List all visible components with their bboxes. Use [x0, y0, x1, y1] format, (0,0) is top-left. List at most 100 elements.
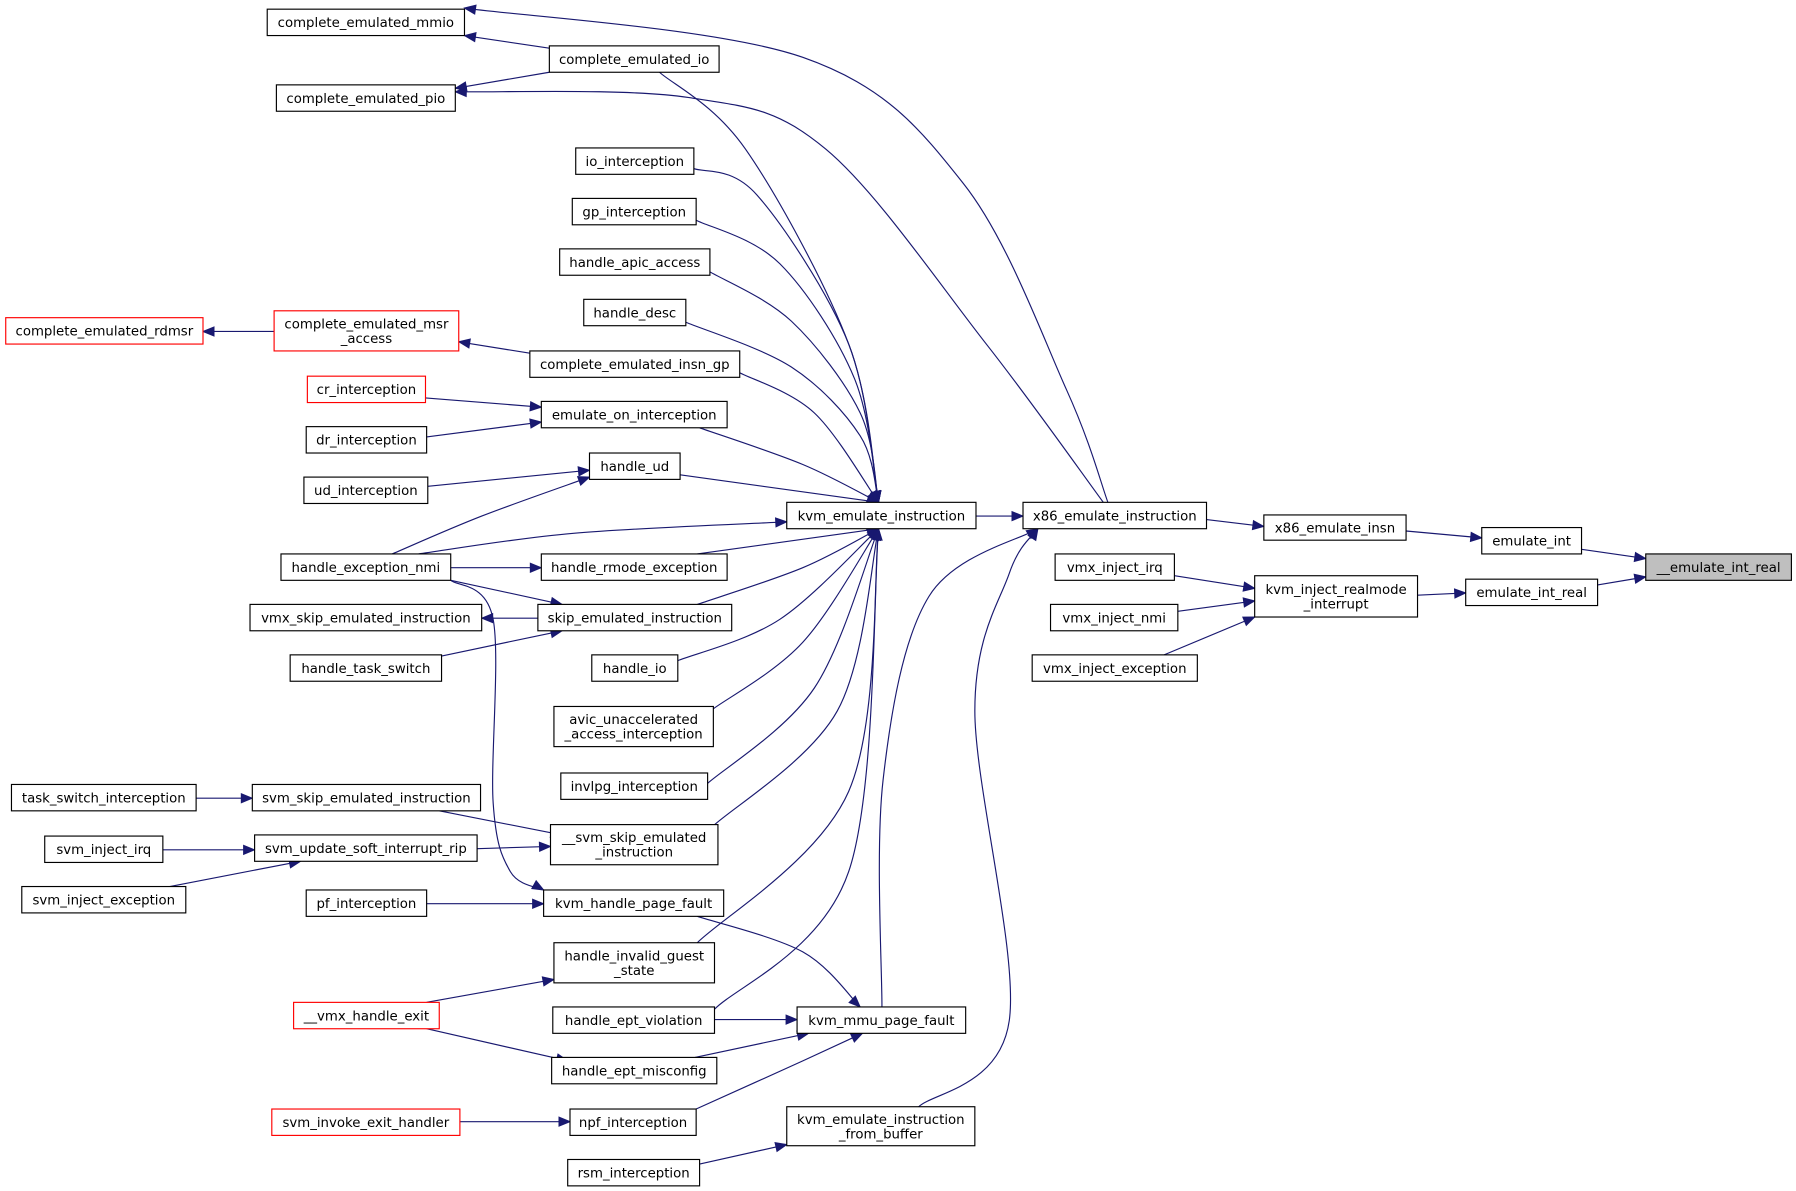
- node-kvm-emulate-instruction-from-buffer[interactable]: kvm_emulate_instruction_from_buffer: [786, 1106, 976, 1147]
- node-complete-emulated-rdmsr[interactable]: complete_emulated_rdmsr: [5, 317, 204, 345]
- node-kvm-mmu-page-fault[interactable]: kvm_mmu_page_fault: [796, 1006, 967, 1034]
- node-complete-emulated-io[interactable]: complete_emulated_io: [548, 45, 720, 73]
- node-label: _interrupt: [1303, 597, 1369, 612]
- node-skip-emulated-instruction[interactable]: skip_emulated_instruction: [537, 603, 733, 632]
- node-kvm-handle-page-fault[interactable]: kvm_handle_page_fault: [543, 889, 725, 917]
- node-complete-emulated-pio[interactable]: complete_emulated_pio: [275, 84, 456, 112]
- node-complete-emulated-insn-gp[interactable]: complete_emulated_insn_gp: [529, 350, 741, 378]
- node-label: _instruction: [594, 846, 673, 861]
- node-x86-emulate-insn[interactable]: x86_emulate_insn: [1263, 514, 1407, 541]
- node-pf-interception[interactable]: pf_interception: [305, 889, 428, 917]
- edge-svm_inject_exception-to-svm_update_soft_interrupt_rip: [169, 858, 302, 888]
- node-label: complete_emulated_insn_gp: [540, 358, 730, 373]
- edge-vmx_inject_exception-to-kvm_inject_realmode_interrupt: [1163, 616, 1256, 656]
- node-label: ud_interception: [314, 484, 418, 499]
- edge-handle_task_switch-to-skip_emulated_instruction: [441, 628, 564, 657]
- node-vmx-inject-nmi[interactable]: vmx_inject_nmi: [1049, 603, 1179, 632]
- node-svm-update-soft-interrupt-rip[interactable]: svm_update_soft_interrupt_rip: [254, 834, 478, 862]
- edge-x86_emulate_insn-to-emulate_int: [1406, 530, 1484, 543]
- node-label: __svm_skip_emulated: [561, 831, 706, 846]
- edge-handle_exception_nmi-to-handle_ud: [392, 476, 591, 555]
- node-handle-rmode-exception[interactable]: handle_rmode_exception: [540, 553, 728, 581]
- edge-emulate_int-to-emulate_int_real_root: [1581, 548, 1648, 563]
- node-task-switch-interception[interactable]: task_switch_interception: [10, 783, 197, 812]
- node-label: kvm_inject_realmode: [1265, 583, 1406, 598]
- node-label: svm_invoke_exit_handler: [282, 1116, 449, 1131]
- node-complete-emulated-mmio[interactable]: complete_emulated_mmio: [266, 8, 466, 37]
- node-label: svm_skip_emulated_instruction: [262, 791, 471, 806]
- node-gp-interception[interactable]: gp_interception: [571, 197, 697, 226]
- node-handle-ept-violation[interactable]: handle_ept_violation: [552, 1006, 716, 1034]
- node-label: npf_interception: [579, 1116, 687, 1131]
- edge-dr_interception-to-emulate_on_interception: [426, 418, 543, 438]
- edge-svm_skip_emulated_instruction-to-svm_skip_emulated_instruction_inner: [439, 810, 564, 838]
- node-label: emulate_on_interception: [552, 408, 717, 423]
- edge-complete_emulated_pio-to-x86_emulate_instruction: [453, 86, 1104, 503]
- node-label: dr_interception: [316, 434, 417, 449]
- node-svm-inject-exception[interactable]: svm_inject_exception: [21, 885, 187, 914]
- node-label: io_interception: [586, 155, 685, 170]
- node-label: __emulate_int_real: [1656, 561, 1781, 576]
- node-label: pf_interception: [316, 897, 416, 912]
- node-label: vmx_inject_exception: [1043, 662, 1187, 677]
- node-x86-emulate-instruction[interactable]: x86_emulate_instruction: [1022, 501, 1208, 530]
- node-npf-interception[interactable]: npf_interception: [569, 1108, 697, 1136]
- node-svm-invoke-exit-handler[interactable]: svm_invoke_exit_handler: [271, 1108, 461, 1136]
- node-label: vmx_inject_nmi: [1062, 611, 1166, 626]
- node-emulate-int-real[interactable]: emulate_int_real: [1465, 578, 1599, 607]
- node-label: rsm_interception: [578, 1166, 690, 1181]
- node-invlpg-interception[interactable]: invlpg_interception: [560, 772, 709, 800]
- edge-handle_io-to-kvm_emulate_instruction: [677, 527, 880, 662]
- edge-kvm_handle_page_fault-to-kvm_mmu_page_fault: [697, 915, 862, 1008]
- node-handle-io[interactable]: handle_io: [591, 654, 679, 682]
- edge-complete_emulated_insn_gp-to-complete_emulated_msr_access: [457, 338, 530, 354]
- edge-handle_exception_nmi-to-handle_rmode_exception: [450, 562, 543, 573]
- node-handle-desc[interactable]: handle_desc: [583, 298, 687, 327]
- edge-handle_invalid_guest_state-to-kvm_emulate_instruction: [696, 527, 883, 944]
- node-vmx-handle-exit[interactable]: __vmx_handle_exit: [293, 1001, 440, 1030]
- node-io-interception[interactable]: io_interception: [575, 147, 695, 175]
- node-handle-apic-access[interactable]: handle_apic_access: [559, 248, 711, 276]
- node-rsm-interception[interactable]: rsm_interception: [567, 1158, 701, 1187]
- node-cr-interception[interactable]: cr_interception: [306, 375, 427, 404]
- node-svm-inject-irq[interactable]: svm_inject_irq: [44, 835, 164, 864]
- node-vmx-skip-emulated-instruction[interactable]: vmx_skip_emulated_instruction: [249, 603, 483, 632]
- node-kvm-inject-realmode-interrupt[interactable]: kvm_inject_realmode_interrupt: [1254, 575, 1419, 618]
- node-handle-task-switch[interactable]: handle_task_switch: [289, 654, 443, 682]
- node-handle-invalid-guest-state[interactable]: handle_invalid_guest_state: [553, 942, 716, 984]
- node-handle-exception-nmi[interactable]: handle_exception_nmi: [280, 553, 452, 581]
- node-label: handle_io: [603, 662, 667, 677]
- node-handle-ept-misconfig[interactable]: handle_ept_misconfig: [551, 1056, 718, 1085]
- edge-handle_exception_nmi-to-skip_emulated_instruction: [450, 579, 564, 608]
- node-ud-interception[interactable]: ud_interception: [303, 476, 429, 505]
- node-label: _state: [613, 964, 654, 979]
- node-label: handle_ud: [600, 460, 669, 475]
- node-avic-unaccelerated-access-interception[interactable]: avic_unaccelerated_access_interception: [553, 705, 714, 748]
- node-emulate-on-interception[interactable]: emulate_on_interception: [540, 400, 728, 429]
- node-dr-interception[interactable]: dr_interception: [305, 426, 428, 454]
- node-label: complete_emulated_msr: [284, 317, 449, 332]
- edge-complete_emulated_insn_gp-to-kvm_emulate_instruction: [739, 372, 880, 504]
- node-handle-ud[interactable]: handle_ud: [588, 452, 681, 480]
- node-label: svm_inject_exception: [33, 894, 176, 909]
- node-svm-skip-emulated-instruction[interactable]: svm_skip_emulated_instruction: [251, 783, 482, 812]
- edge-vmx_handle_exit-to-handle_invalid_guest_state: [426, 976, 556, 1003]
- node-label: __vmx_handle_exit: [303, 1009, 429, 1024]
- node-vmx-inject-exception[interactable]: vmx_inject_exception: [1031, 654, 1198, 682]
- edge-complete_emulated_msr_access-to-complete_emulated_rdmsr: [201, 326, 275, 337]
- node-label: x86_emulate_instruction: [1033, 509, 1197, 524]
- edge-handle_exception_nmi-to-kvm_emulate_instruction: [418, 517, 789, 555]
- node-svm-skip-emulated-instruction-inner[interactable]: __svm_skip_emulated_instruction: [549, 824, 719, 866]
- node-kvm-emulate-instruction[interactable]: kvm_emulate_instruction: [786, 501, 977, 530]
- node-vmx-inject-irq[interactable]: vmx_inject_irq: [1054, 553, 1175, 581]
- node-emulate-int[interactable]: emulate_int: [1481, 526, 1583, 555]
- edge-skip_emulated_instruction-to-vmx_skip_emulated_instruction: [480, 612, 538, 624]
- edge-vmx_inject_irq-to-kvm_inject_realmode_interrupt: [1174, 575, 1256, 592]
- node-complete-emulated-msr-access[interactable]: complete_emulated_msr_access: [273, 310, 460, 352]
- node-label: gp_interception: [582, 205, 686, 220]
- node-label: handle_desc: [593, 306, 676, 321]
- edge-kvm_emulate_instruction_from_buffer-to-x86_emulate_instruction: [918, 527, 1039, 1108]
- node-label: complete_emulated_pio: [286, 92, 445, 107]
- edge-ud_interception-to-handle_ud: [427, 466, 591, 487]
